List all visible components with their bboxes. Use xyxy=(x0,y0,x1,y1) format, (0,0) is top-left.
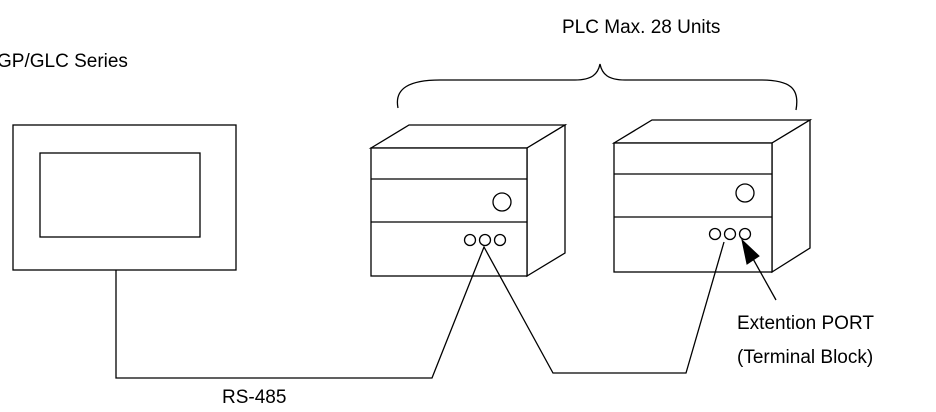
arrow-icon xyxy=(741,238,777,301)
rs485-label: RS-485 xyxy=(222,387,286,408)
plc-max-label: PLC Max. 28 Units xyxy=(562,17,720,38)
rs485-cable xyxy=(115,241,725,379)
port-label-line1: Extention PORT xyxy=(737,313,874,334)
gp-display-icon xyxy=(12,124,237,271)
plc-group-brace xyxy=(396,63,798,111)
gp-series-label: GP/GLC Series xyxy=(0,51,128,72)
port-label-line2: (Terminal Block) xyxy=(737,347,873,368)
plc-box-icon xyxy=(611,118,813,274)
plc-box-icon xyxy=(368,123,568,278)
